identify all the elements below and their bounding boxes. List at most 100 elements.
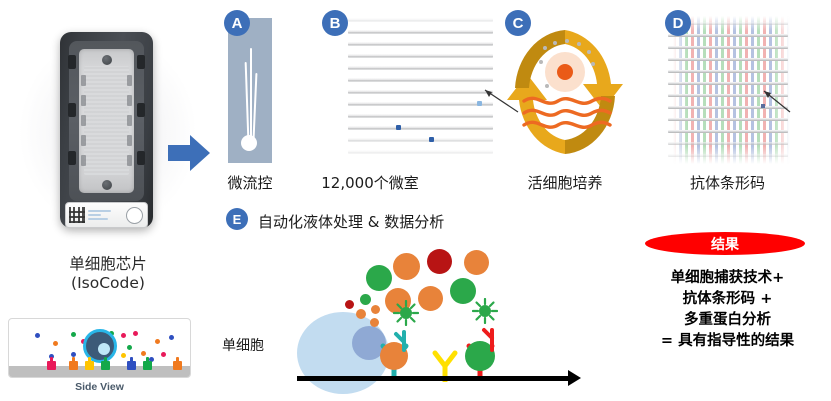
result-summary: 单细胞捕获技术+ 抗体条形码 + 多重蛋白分析 = 具有指导性的结果 xyxy=(630,268,825,352)
fluorescent-signal-green xyxy=(471,297,499,329)
panel-badge-c: C xyxy=(505,10,531,36)
chip-label xyxy=(65,202,148,228)
chip-outlet-port xyxy=(101,180,112,190)
capture-antibody xyxy=(127,357,136,370)
chip-label-circle xyxy=(126,206,143,224)
capture-antibody xyxy=(47,357,56,370)
secreted-protein xyxy=(464,250,489,275)
chip-notch xyxy=(81,115,86,126)
panel-caption-c: 活细胞培养 xyxy=(527,174,603,192)
analyte-dot xyxy=(49,354,54,359)
chip-notch xyxy=(81,75,86,86)
microfluidic-droplet xyxy=(241,135,257,151)
cultured-cell-nucleus xyxy=(557,64,573,80)
analyte-dot xyxy=(53,341,58,346)
analyte-dot xyxy=(133,331,138,336)
live-cell-culture-icon xyxy=(505,22,625,162)
analyte-dot xyxy=(149,357,154,362)
chip-notch xyxy=(81,95,86,106)
analyte-dot xyxy=(141,351,146,356)
analyte-dot xyxy=(71,352,76,357)
antibody-free-yellow xyxy=(432,350,458,387)
secreted-protein xyxy=(393,253,420,280)
capture-antibody xyxy=(101,357,110,370)
chip-clip xyxy=(68,151,76,165)
secreted-protein xyxy=(427,249,452,274)
secreted-protein xyxy=(418,286,443,311)
chip-clip xyxy=(137,55,145,69)
microfluidics-icon xyxy=(228,18,272,163)
chip-caption-line2: (IsoCode) xyxy=(71,274,145,293)
barcode-stripes xyxy=(673,16,790,164)
result-line-3: 多重蛋白分析 xyxy=(684,312,771,329)
qr-code-icon xyxy=(69,207,85,223)
side-view-illustration xyxy=(8,318,191,378)
chip-inner-chamber xyxy=(79,49,134,193)
secreted-protein xyxy=(345,300,354,309)
chip-notch xyxy=(127,75,132,86)
chip-inlet-port xyxy=(101,55,112,65)
secreted-protein xyxy=(360,294,371,305)
chip-caption: 单细胞芯片 (IsoCode) xyxy=(13,255,203,294)
chip-notch xyxy=(127,155,132,166)
analyte-dot xyxy=(169,335,174,340)
side-view-caption: Side View xyxy=(75,381,124,393)
result-line-2: 抗体条形码 + xyxy=(682,291,773,308)
result-badge-label: 结果 xyxy=(711,236,739,253)
analyte-dot xyxy=(121,353,126,358)
analyte-dot xyxy=(35,333,40,338)
antibody-complex-teal xyxy=(378,320,434,385)
analyte-dot xyxy=(121,333,126,338)
antibody-complex-red xyxy=(462,316,518,385)
surface-baseline xyxy=(297,376,568,381)
capture-antibody xyxy=(69,357,78,370)
right-arrow-icon xyxy=(166,130,212,181)
panel-badge-e: E xyxy=(226,208,248,230)
pointer-line-d xyxy=(763,90,791,113)
secreted-protein xyxy=(370,318,379,327)
capture-antibody xyxy=(143,357,152,370)
panel-caption-d: 抗体条形码 xyxy=(689,174,765,192)
chip-notch xyxy=(127,115,132,126)
chip-notch xyxy=(127,95,132,106)
secreted-protein xyxy=(371,305,380,314)
chip-clip xyxy=(68,103,76,117)
capture-antibody xyxy=(85,357,94,370)
secreted-protein xyxy=(450,278,476,304)
panel-badge-b: B xyxy=(322,10,348,36)
result-line-1: 单细胞捕获技术+ xyxy=(670,270,785,286)
chip-notch xyxy=(127,135,132,146)
cell-highlight xyxy=(98,343,110,355)
media-waves xyxy=(521,92,613,139)
barcode-spot xyxy=(761,104,765,108)
antibody-barcode-icon xyxy=(665,16,790,164)
panel-caption-a: 微流控 xyxy=(227,174,273,192)
single-cell-label: 单细胞 xyxy=(222,338,264,354)
chip-clip xyxy=(68,55,76,69)
result-line-4: = 具有指导性的结果 xyxy=(660,333,795,350)
pointer-line-b xyxy=(484,89,519,113)
chip-notch xyxy=(81,155,86,166)
antibody-capture-strip xyxy=(9,366,190,377)
result-badge: 结果 xyxy=(645,232,805,255)
panel-badge-d: D xyxy=(665,10,691,36)
secreted-protein xyxy=(366,265,392,291)
panel-e-title: 自动化液体处理 & 数据分析 xyxy=(258,213,445,231)
chip-label-text xyxy=(85,208,126,222)
analyte-dot xyxy=(127,345,132,350)
chip-notch xyxy=(81,135,86,146)
microchamber-cell-highlight xyxy=(477,101,482,106)
microchambers-icon xyxy=(348,16,493,164)
chip-window xyxy=(68,41,145,201)
microchamber-cell xyxy=(396,125,401,130)
fluorescent-signal-green xyxy=(392,299,420,331)
capture-antibody xyxy=(173,357,182,370)
chip-clip xyxy=(137,103,145,117)
chip-clip xyxy=(137,151,145,165)
analyte-dot xyxy=(71,332,76,337)
panel-caption-b: 12,000个微室 xyxy=(321,174,419,192)
chip-microwell-array xyxy=(84,66,129,175)
chip-caption-line1: 单细胞芯片 xyxy=(69,255,147,273)
secreted-protein xyxy=(356,309,366,319)
